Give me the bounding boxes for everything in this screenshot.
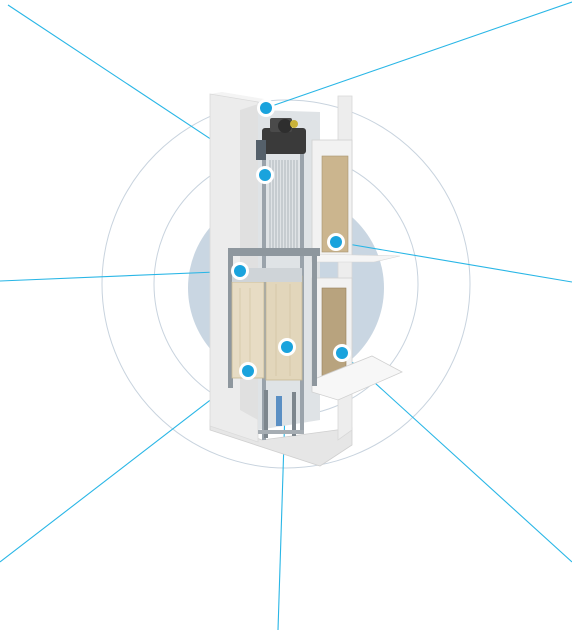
hotspot-car-bottom[interactable] (239, 362, 257, 380)
leader-line-car-door (341, 352, 572, 563)
hotspot-car-door[interactable] (333, 344, 351, 362)
hotspot-dot-icon (336, 347, 348, 359)
car-frame-stile-left (228, 248, 233, 388)
hotspot-dot-icon (242, 365, 254, 377)
hotspot-car-frame[interactable] (231, 262, 249, 280)
upper-landing-sill (311, 253, 401, 263)
lower-landing-door-panel (321, 287, 347, 379)
hotspot-counterweight[interactable] (278, 338, 296, 356)
shaft (209, 92, 403, 467)
car-frame-stile-right (312, 256, 317, 386)
hotspots (231, 99, 351, 380)
hotspot-dot-icon (234, 265, 246, 277)
traction-machine (256, 118, 306, 160)
lower-landing (311, 277, 403, 401)
orbit-ring-outer (101, 99, 471, 469)
hotspot-dot-icon (259, 169, 271, 181)
leader-line-car-bottom (0, 370, 249, 563)
hotspot-dot-icon (281, 341, 293, 353)
hotspot-dot-icon (260, 102, 272, 114)
leader-line-upper-door (335, 241, 572, 283)
hotspot-ropes[interactable] (256, 166, 274, 184)
lower-landing-floor (311, 355, 403, 401)
leader-line-machine (265, 1, 572, 109)
elevator-car (231, 268, 303, 381)
pit-buffers (258, 390, 304, 438)
hotspot-machine[interactable] (257, 99, 275, 117)
car-crosshead (228, 248, 320, 256)
hotspot-upper-landing-door[interactable] (327, 233, 345, 251)
hotspot-dot-icon (330, 236, 342, 248)
leader-line-car-frame (0, 270, 241, 282)
back-wall-top (210, 92, 270, 102)
